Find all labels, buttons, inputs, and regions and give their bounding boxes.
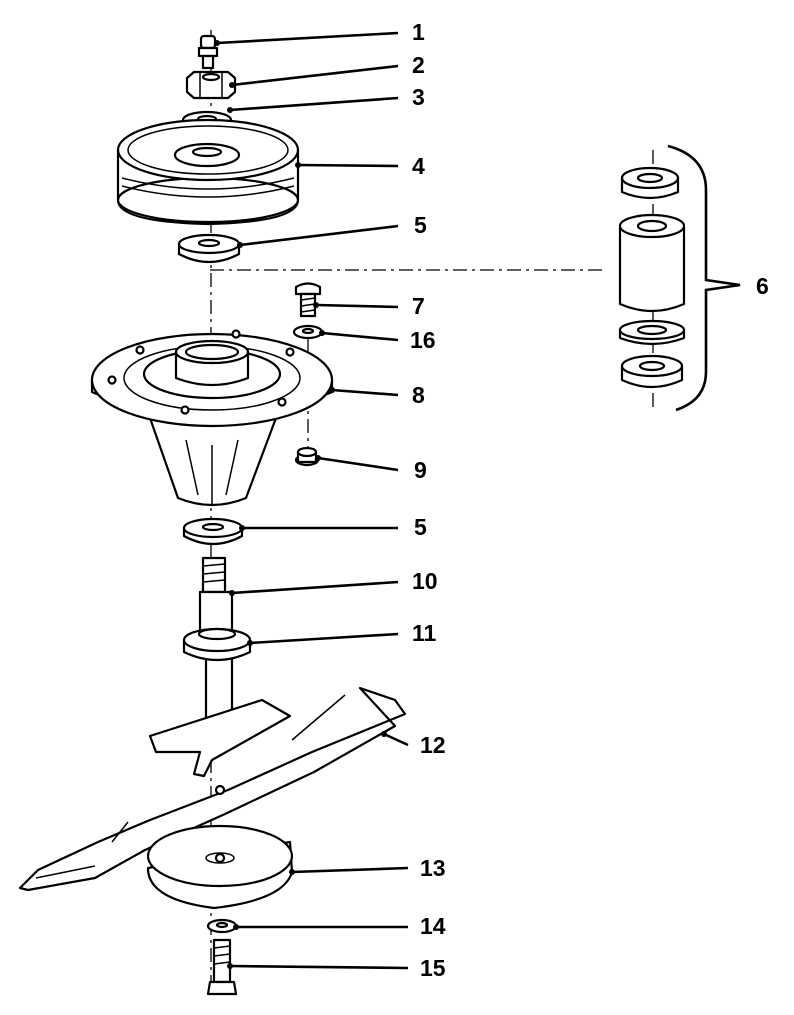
svg-text:5: 5 (414, 514, 427, 540)
callout-3: 3 (227, 84, 425, 113)
spacer-washer-upper (177, 233, 241, 264)
hex-nut (185, 70, 237, 100)
double-pulley (116, 118, 300, 226)
callout-2: 2 (229, 52, 425, 88)
svg-text:1: 1 (412, 19, 425, 45)
svg-text:15: 15 (420, 955, 446, 981)
svg-text:4: 4 (412, 153, 425, 179)
blade-cup (146, 824, 294, 910)
svg-text:5: 5 (414, 212, 427, 238)
callout-13: 13 (289, 855, 446, 881)
flange-nut (294, 446, 320, 467)
grease-fitting (197, 34, 219, 70)
svg-text:2: 2 (412, 52, 425, 78)
blade-bolt (206, 938, 238, 996)
svg-text:13: 13 (420, 855, 446, 881)
lock-washer (292, 324, 324, 340)
callout-12: 12 (381, 731, 446, 758)
callout-10: 10 (229, 568, 438, 596)
spindle-housing (90, 329, 334, 507)
callout-8: 8 (329, 382, 425, 408)
callout-5-upper: 5 (237, 212, 427, 248)
callout-11: 11 (247, 620, 437, 646)
bearing-kit (618, 144, 741, 412)
callout-4: 4 (295, 153, 425, 179)
svg-text:9: 9 (414, 457, 427, 483)
callouts: 1 2 3 4 5 6 7 16 8 (214, 19, 769, 981)
svg-text:8: 8 (412, 382, 425, 408)
svg-text:12: 12 (420, 732, 446, 758)
svg-text:10: 10 (412, 568, 438, 594)
callout-15: 15 (227, 955, 446, 981)
callout-6: 6 (756, 273, 769, 299)
callout-1: 1 (214, 19, 425, 46)
svg-text:14: 14 (420, 913, 446, 939)
spindle-shaft (182, 556, 252, 732)
svg-text:7: 7 (412, 293, 425, 319)
svg-text:11: 11 (412, 620, 437, 646)
svg-text:6: 6 (756, 273, 769, 299)
callout-16: 16 (319, 327, 436, 353)
callout-7: 7 (313, 293, 425, 319)
lock-washer-bottom (206, 918, 238, 934)
spacer-washer-lower (182, 517, 244, 546)
mower-blade (18, 686, 407, 892)
callout-9: 9 (315, 455, 427, 483)
svg-text:3: 3 (412, 84, 425, 110)
svg-text:16: 16 (410, 327, 436, 353)
callout-5-lower: 5 (239, 514, 427, 540)
carriage-bolt (294, 282, 322, 318)
callout-14: 14 (233, 913, 446, 939)
